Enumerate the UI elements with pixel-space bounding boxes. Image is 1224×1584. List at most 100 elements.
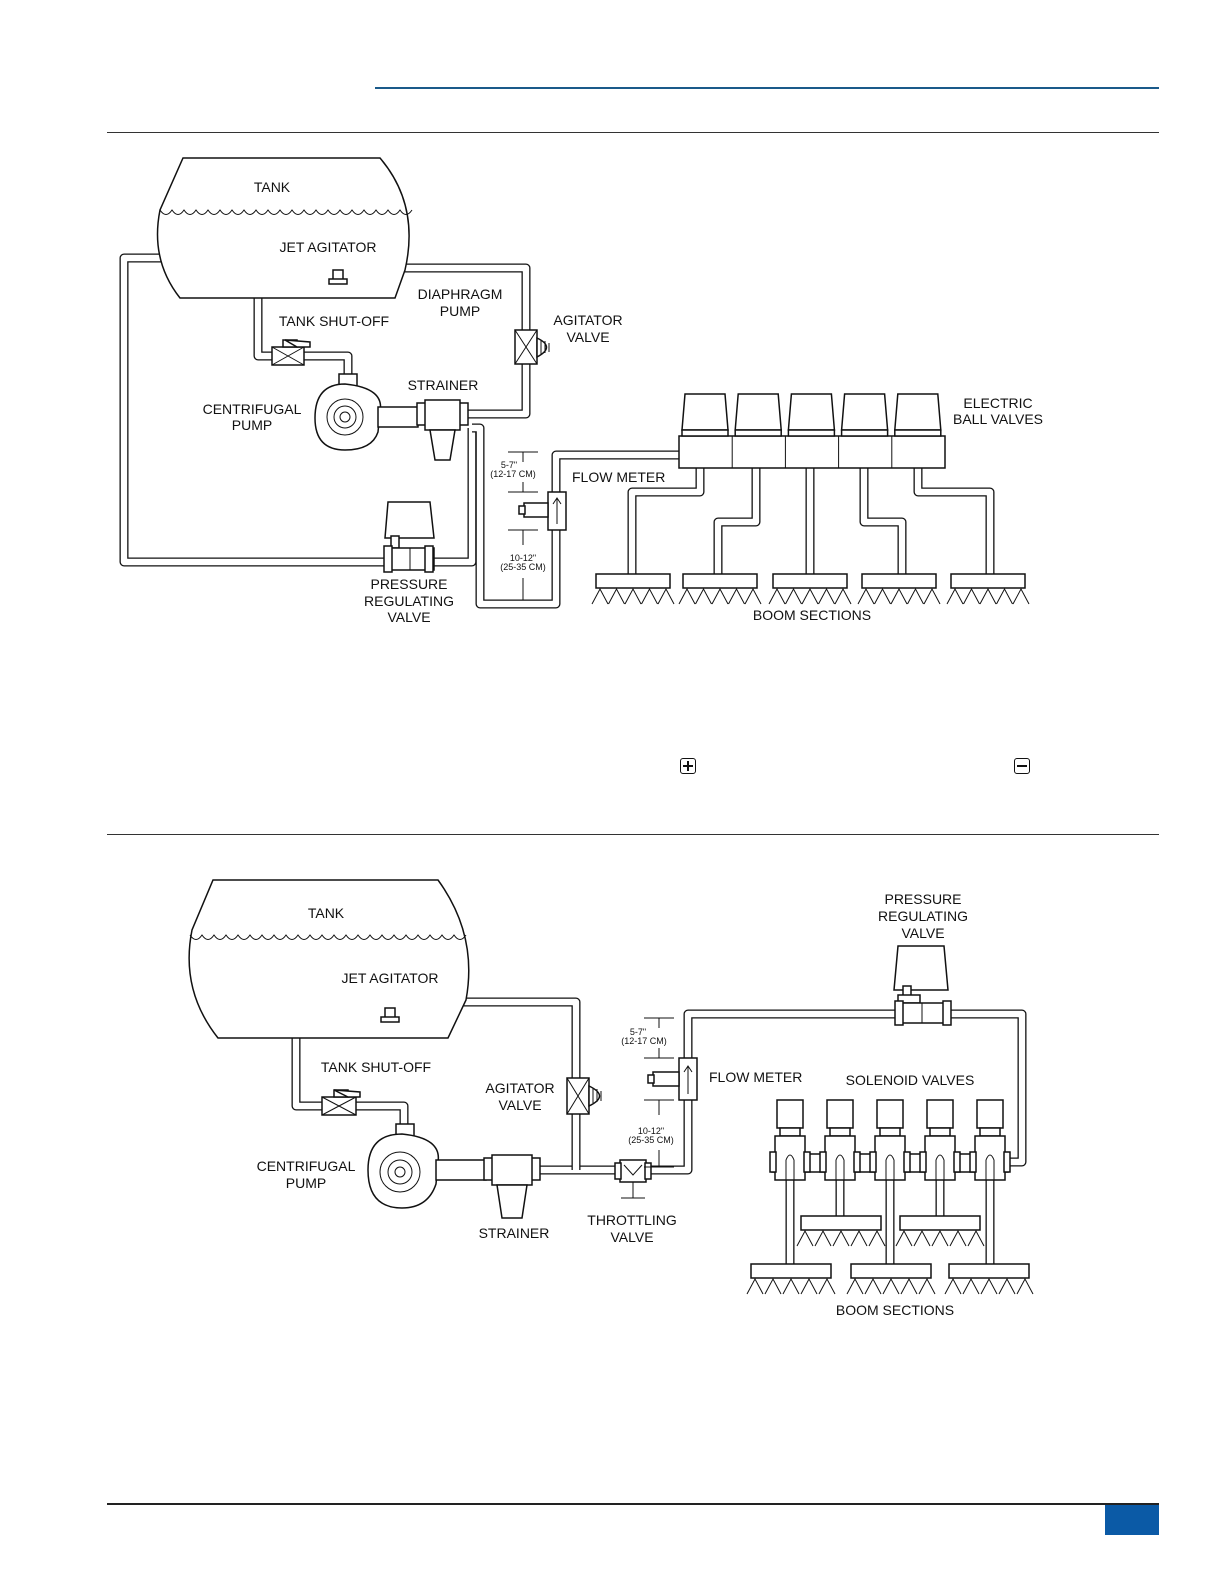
pressure-regulating-valve <box>383 501 435 573</box>
ball-valve-actuator <box>734 393 783 431</box>
plumbing-diagram-diaphragm: TANK JET AGITATOR DIAPHRAGM PUMP TANK SH… <box>119 157 1043 625</box>
ball-valve-actuator <box>787 393 836 431</box>
d1-label-centrifugal-2: PUMP <box>232 417 272 433</box>
boom-bar <box>682 573 758 589</box>
solenoid-port <box>853 1151 861 1173</box>
solenoid-coil <box>776 1099 804 1129</box>
tank-shutoff-valve <box>321 1089 361 1116</box>
solenoid-body <box>924 1135 956 1181</box>
jet-agitator <box>328 269 348 285</box>
d1-dim-lower-2: (25-35 CM) <box>500 562 546 572</box>
boom-bar <box>950 573 1026 589</box>
spray-nozzles <box>678 587 762 605</box>
d2-label-tank-shutoff: TANK SHUT-OFF <box>321 1059 431 1075</box>
d1-label-prv-1: PRESSURE <box>370 576 447 592</box>
boom-bar <box>948 1263 1030 1279</box>
boom-bar <box>750 1263 832 1279</box>
d1-label-boom-sections: BOOM SECTIONS <box>753 607 871 623</box>
d1-label-strainer: STRAINER <box>408 377 479 393</box>
d1-dim-lower-1: 10-12" <box>510 553 536 563</box>
section-divider-top <box>107 132 1159 133</box>
tank <box>188 879 470 1039</box>
d2-label-agitator-1: AGITATOR <box>485 1080 554 1096</box>
plus-icon <box>680 758 696 774</box>
d2-dim-upper-2: (12-17 CM) <box>621 1036 667 1046</box>
pipe-segment-bore <box>468 364 530 418</box>
boom-bar <box>861 573 937 589</box>
pipe-segment-bore <box>714 468 760 574</box>
d1-label-prv-2: REGULATING <box>364 593 454 609</box>
solenoid-neck <box>779 1127 801 1137</box>
d2-label-centrifugal-2: PUMP <box>286 1175 326 1191</box>
pipe-segment-bore <box>434 428 476 566</box>
flow-meter <box>647 1057 698 1101</box>
d1-label-agitator-2: VALVE <box>566 329 609 345</box>
d2-boom-sections <box>746 1215 1034 1295</box>
d2-label-tank: TANK <box>308 905 345 921</box>
spray-nozzles <box>846 1277 936 1295</box>
centrifugal-pump <box>367 1123 487 1209</box>
liquid-level <box>159 209 413 215</box>
d1-label-diaphragm-2: PUMP <box>440 303 480 319</box>
pipe-segment-bore <box>684 1010 895 1058</box>
d2-label-flow-meter: FLOW METER <box>709 1069 802 1085</box>
boom-bar <box>899 1215 981 1231</box>
pipe-segment-bore <box>651 1100 692 1174</box>
pipe-segment-bore <box>356 1102 408 1126</box>
dimension-marks <box>644 1017 674 1168</box>
d1-label-ball-valves-1: ELECTRIC <box>963 395 1032 411</box>
page-number-badge <box>1105 1505 1159 1535</box>
solenoid-port <box>953 1151 961 1173</box>
d2-label-strainer: STRAINER <box>479 1225 550 1241</box>
agitator-valve <box>514 329 550 365</box>
pipe-segment-bore <box>860 468 906 574</box>
solenoid-coil <box>926 1099 954 1129</box>
d2-dim-upper-1: 5-7" <box>630 1027 646 1037</box>
liquid-level <box>189 934 467 940</box>
d2-label-solenoid-valves: SOLENOID VALVES <box>846 1072 975 1088</box>
solenoid-body <box>874 1135 906 1181</box>
d2-label-throttling-2: VALVE <box>610 1229 653 1245</box>
d1-label-diaphragm-1: DIAPHRAGM <box>418 286 503 302</box>
solenoid-coil <box>976 1099 1004 1129</box>
strainer <box>483 1154 541 1219</box>
pipe-segment <box>913 468 995 574</box>
spray-nozzles <box>946 587 1030 605</box>
centrifugal-pump <box>314 373 419 451</box>
agitator-valve <box>566 1077 602 1115</box>
d2-label-prv-3: VALVE <box>901 925 944 941</box>
solenoid-outlet <box>885 1154 895 1190</box>
tank <box>156 157 410 299</box>
strainer <box>416 399 469 461</box>
solenoid-port <box>769 1151 777 1173</box>
pipe-segment-bore <box>254 298 272 360</box>
ball-valve-collar <box>894 429 942 437</box>
solenoid-outlet <box>985 1154 995 1190</box>
electric-ball-valves <box>678 393 946 469</box>
valve-manifold <box>678 435 946 469</box>
d2-label-centrifugal-1: CENTRIFUGAL <box>257 1158 356 1174</box>
ball-valve-collar <box>840 429 889 437</box>
d2-label-throttling-1: THROTTLING <box>587 1212 676 1228</box>
solenoid-coil <box>826 1099 854 1129</box>
boom-bar <box>772 573 848 589</box>
spray-nozzles <box>591 587 675 605</box>
d1-label-tank-shutoff: TANK SHUT-OFF <box>279 313 389 329</box>
jet-agitator <box>380 1007 400 1023</box>
solenoid-outlet <box>835 1154 845 1190</box>
solenoid-port <box>803 1151 811 1173</box>
flow-meter <box>518 491 567 531</box>
d2-label-agitator-2: VALVE <box>498 1097 541 1113</box>
solenoid-neck <box>979 1127 1001 1137</box>
spray-nozzles <box>857 587 941 605</box>
d1-label-centrifugal-1: CENTRIFUGAL <box>203 401 302 417</box>
d1-label-flow-meter: FLOW METER <box>572 469 665 485</box>
d1-label-agitator-1: AGITATOR <box>553 312 622 328</box>
solenoid-coil <box>876 1099 904 1129</box>
pipe-segment-bore <box>292 1038 322 1110</box>
solenoid-neck <box>879 1127 901 1137</box>
d2-label-prv-1: PRESSURE <box>884 891 961 907</box>
solenoid-port <box>819 1151 827 1173</box>
pipe-segment-bore <box>628 468 704 574</box>
ball-valve-actuator <box>681 393 729 431</box>
